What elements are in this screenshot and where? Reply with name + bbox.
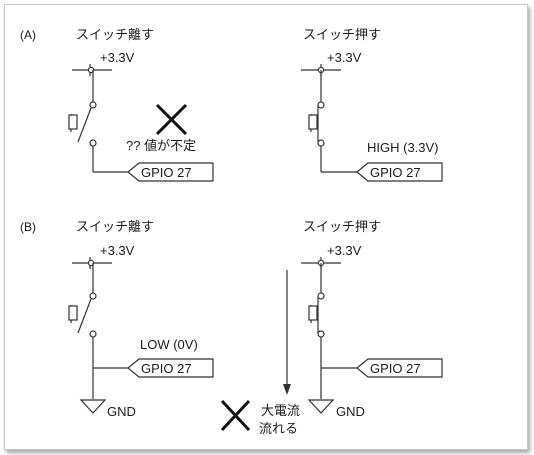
b-right-state-label: スイッチ押す [303, 219, 381, 234]
b-left-gpio-pin: GPIO 27 [127, 358, 214, 378]
b-right-switch-circuit [301, 257, 357, 399]
a-right-switch-circuit [301, 64, 357, 173]
a-right-result-label: HIGH (3.3V) [367, 140, 439, 155]
b-right-gpio-pin: GPIO 27 [356, 358, 443, 378]
b-left-ground-icon [79, 399, 107, 414]
b-left-switch-circuit [68, 257, 128, 399]
section-b-label: (B) [20, 220, 36, 234]
b-right-vcc-label: +3.3V [327, 243, 362, 258]
b-left-vcc-label: +3.3V [100, 243, 135, 258]
b-right-current-note-1: 大電流 [261, 403, 300, 418]
section-a-label: (A) [20, 28, 36, 42]
b-left-result-label: LOW (0V) [140, 337, 198, 352]
a-left-gpio-label: GPIO 27 [141, 165, 192, 180]
b-right-current-note-2: 流れる [259, 421, 298, 436]
b-right-gnd-label: GND [336, 404, 365, 419]
a-left-x-mark-icon [155, 103, 188, 136]
b-right-x-mark-icon [220, 399, 251, 432]
a-left-gpio-pin: GPIO 27 [127, 162, 214, 182]
b-right-gpio-label: GPIO 27 [370, 361, 421, 376]
a-right-gpio-pin: GPIO 27 [356, 162, 443, 182]
b-left-state-label: スイッチ離す [76, 219, 154, 234]
b-right-ground-icon [307, 399, 335, 414]
a-left-switch-circuit [68, 64, 128, 173]
a-left-result-label: ?? 値が不定 [126, 138, 196, 153]
a-left-state-label: スイッチ離す [76, 27, 154, 42]
a-right-state-label: スイッチ押す [303, 27, 381, 42]
current-arrow-icon [283, 270, 291, 395]
a-right-gpio-label: GPIO 27 [370, 165, 421, 180]
a-left-vcc-label: +3.3V [100, 50, 135, 65]
b-left-gpio-label: GPIO 27 [141, 361, 192, 376]
a-right-vcc-label: +3.3V [327, 50, 362, 65]
b-left-gnd-label: GND [107, 404, 136, 419]
